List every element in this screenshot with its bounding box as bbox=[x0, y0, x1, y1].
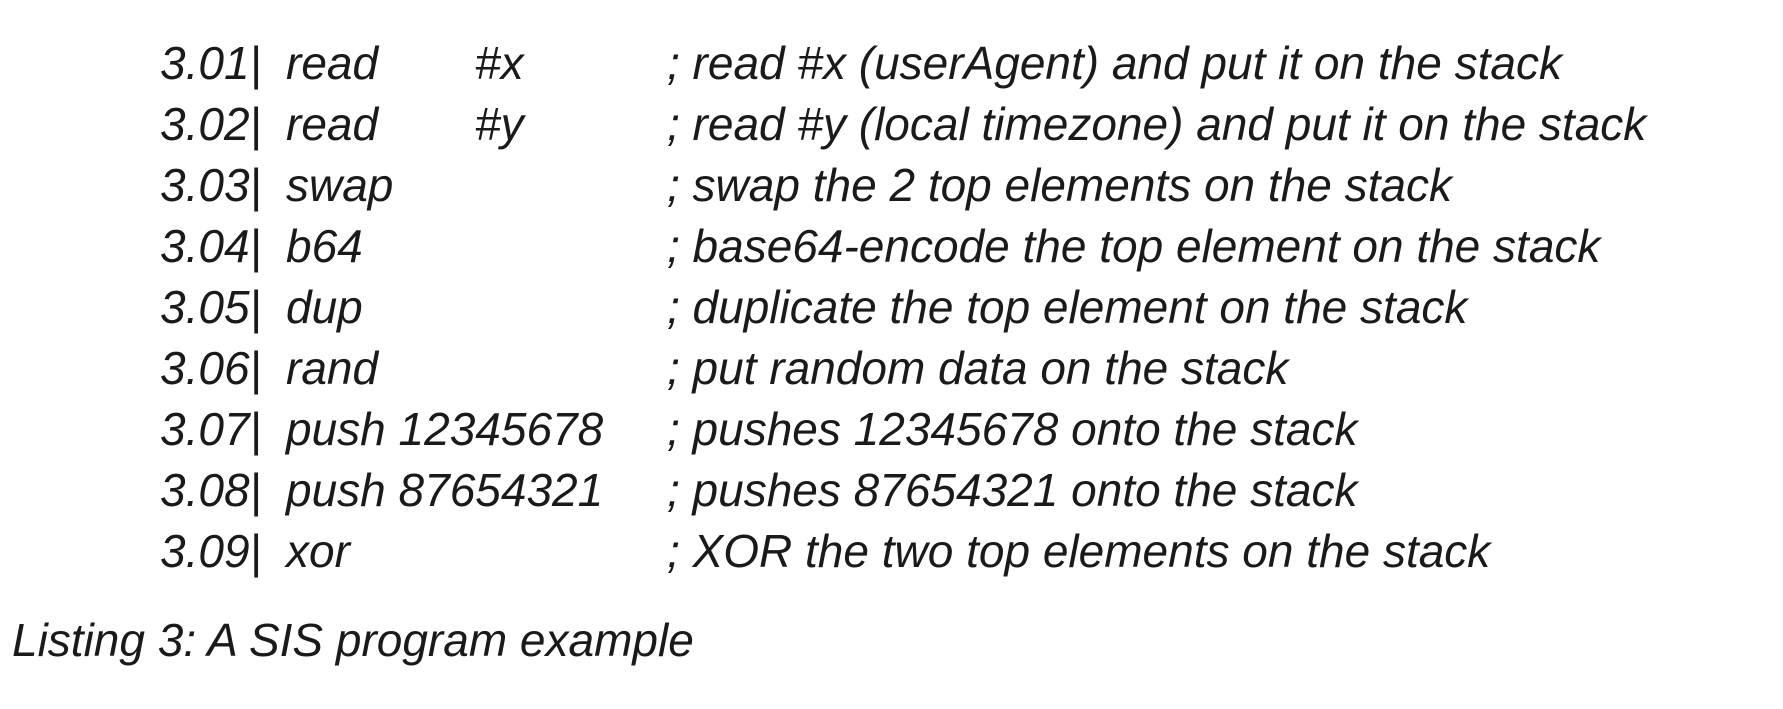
listing-line: 3.03| swap ; swap the 2 top elements on … bbox=[0, 155, 1783, 216]
line-comment: ; pushes 87654321 onto the stack bbox=[667, 460, 1358, 521]
instruction: push 12345678 bbox=[286, 399, 603, 460]
instruction-argument: #y bbox=[475, 94, 524, 155]
code-listing: 3.01| read #x ; read #x (userAgent) and … bbox=[0, 33, 1783, 582]
instruction-argument: #x bbox=[475, 33, 524, 94]
listing-line: 3.02| read #y ; read #y (local timezone)… bbox=[0, 94, 1783, 155]
line-comment: ; put random data on the stack bbox=[667, 338, 1288, 399]
listing-line: 3.09| xor ; XOR the two top elements on … bbox=[0, 521, 1783, 582]
instruction: read bbox=[286, 94, 378, 155]
line-number: 3.03| bbox=[160, 155, 261, 216]
line-number: 3.07| bbox=[160, 399, 261, 460]
line-number: 3.08| bbox=[160, 460, 261, 521]
line-number: 3.04| bbox=[160, 216, 261, 277]
line-comment: ; base64-encode the top element on the s… bbox=[667, 216, 1600, 277]
instruction: push 87654321 bbox=[286, 460, 603, 521]
listing-line: 3.07| push 12345678 ; pushes 12345678 on… bbox=[0, 399, 1783, 460]
instruction: dup bbox=[286, 277, 363, 338]
line-comment: ; swap the 2 top elements on the stack bbox=[667, 155, 1452, 216]
line-number: 3.09| bbox=[160, 521, 261, 582]
listing-line: 3.08| push 87654321 ; pushes 87654321 on… bbox=[0, 460, 1783, 521]
line-number: 3.02| bbox=[160, 94, 261, 155]
line-comment: ; duplicate the top element on the stack bbox=[667, 277, 1467, 338]
line-comment: ; read #y (local timezone) and put it on… bbox=[667, 94, 1646, 155]
instruction: swap bbox=[286, 155, 393, 216]
line-comment: ; XOR the two top elements on the stack bbox=[667, 521, 1490, 582]
instruction: xor bbox=[286, 521, 350, 582]
listing-line: 3.05| dup ; duplicate the top element on… bbox=[0, 277, 1783, 338]
instruction: b64 bbox=[286, 216, 363, 277]
line-comment: ; pushes 12345678 onto the stack bbox=[667, 399, 1358, 460]
listing-line: 3.06| rand ; put random data on the stac… bbox=[0, 338, 1783, 399]
instruction: read bbox=[286, 33, 378, 94]
line-number: 3.05| bbox=[160, 277, 261, 338]
line-number: 3.06| bbox=[160, 338, 261, 399]
instruction: rand bbox=[286, 338, 378, 399]
line-comment: ; read #x (userAgent) and put it on the … bbox=[667, 33, 1562, 94]
listing-caption: Listing 3: A SIS program example bbox=[12, 610, 694, 671]
listing-line: 3.01| read #x ; read #x (userAgent) and … bbox=[0, 33, 1783, 94]
listing-line: 3.04| b64 ; base64-encode the top elemen… bbox=[0, 216, 1783, 277]
line-number: 3.01| bbox=[160, 33, 261, 94]
